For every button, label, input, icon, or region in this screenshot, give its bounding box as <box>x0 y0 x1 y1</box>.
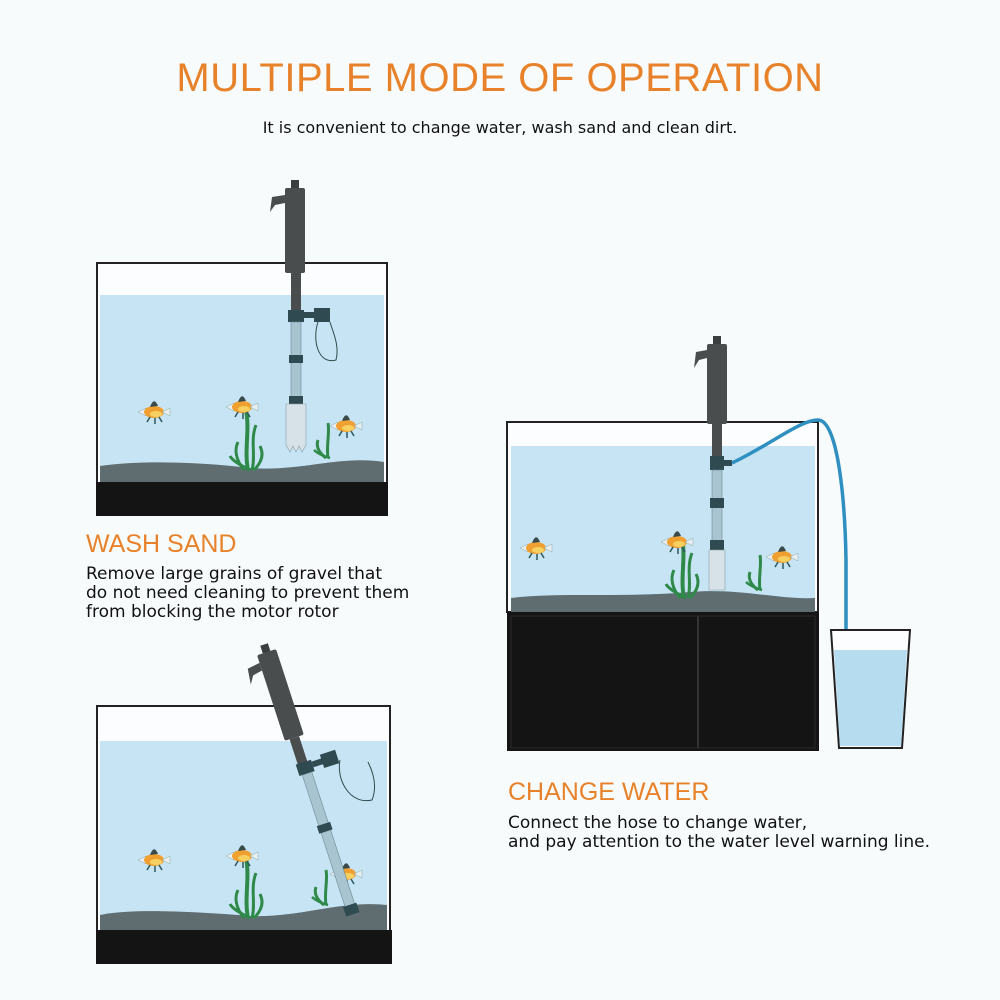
change-water-heading: CHANGE WATER <box>508 778 710 806</box>
gravel-cleaner-tool-tilted <box>247 643 360 917</box>
water-glass <box>829 629 912 749</box>
wash-sand-tank <box>96 180 388 516</box>
change-water-tank <box>506 336 912 751</box>
change-water-description: Connect the hose to change water, and pa… <box>508 813 931 852</box>
wash-sand-description: Remove large grains of gravel that do no… <box>86 564 410 622</box>
tilted-cleaning-tank <box>96 643 392 964</box>
page-title: MULTIPLE MODE OF OPERATION <box>176 56 824 100</box>
page-subtitle: It is convenient to change water, wash s… <box>262 118 738 137</box>
gravel-cleaner-tool-hose <box>694 336 732 591</box>
gravel-cleaner-tool <box>270 180 338 453</box>
wash-sand-heading: WASH SAND <box>86 530 237 558</box>
water-hose <box>731 418 848 645</box>
